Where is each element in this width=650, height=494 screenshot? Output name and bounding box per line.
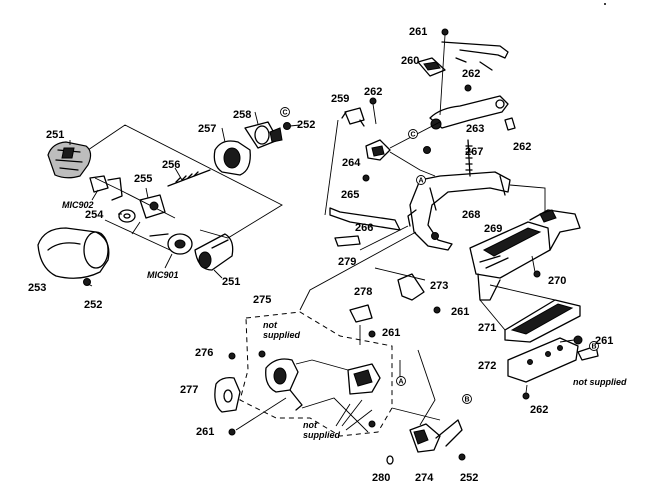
ref-b-right: B xyxy=(589,341,599,351)
note-not-center: not xyxy=(303,420,318,430)
label-262-bottom: 252 xyxy=(460,472,478,484)
label-271: 271 xyxy=(478,322,496,334)
label-280: 280 xyxy=(372,472,390,484)
label-252-top: 252 xyxy=(297,119,315,131)
label-272: 272 xyxy=(478,360,496,372)
lower-assembly xyxy=(214,225,466,465)
label-259: 259 xyxy=(331,93,349,105)
label-255: 255 xyxy=(134,173,152,185)
label-253: 253 xyxy=(28,282,46,294)
note-not-left: not xyxy=(263,320,278,330)
ref-a-bottom: A xyxy=(396,376,406,386)
ref-c-top: C xyxy=(280,107,290,117)
label-275: 275 xyxy=(253,294,271,306)
label-260: 260 xyxy=(401,55,419,67)
label-269: 269 xyxy=(484,223,502,235)
label-257: 257 xyxy=(198,123,216,135)
label-261-center: 261 xyxy=(382,327,400,339)
part-255 xyxy=(139,194,166,219)
label-261-right: 261 xyxy=(595,335,613,347)
note-supplied-center: supplied xyxy=(303,430,341,440)
label-264: 264 xyxy=(342,157,361,169)
label-279: 279 xyxy=(338,256,356,268)
svg-text:C: C xyxy=(282,110,287,117)
label-mic901: MIC901 xyxy=(147,270,179,280)
label-254: 254 xyxy=(85,209,104,221)
svg-text:A: A xyxy=(418,178,423,185)
label-268: 268 xyxy=(462,209,480,221)
svg-text:C: C xyxy=(410,132,415,139)
ref-b-bottom: B xyxy=(462,394,472,404)
label-273: 273 xyxy=(430,280,448,292)
part-257 xyxy=(213,140,251,176)
part-251-capsule xyxy=(47,141,92,179)
note-supplied-left: supplied xyxy=(263,330,301,340)
label-251-top: 251 xyxy=(46,129,64,141)
label-256: 256 xyxy=(162,159,180,171)
part-275 xyxy=(258,350,303,411)
part-274 xyxy=(409,419,463,453)
label-261-mid: 261 xyxy=(451,306,469,318)
frame-268-assembly xyxy=(374,171,599,400)
label-266: 266 xyxy=(355,222,373,234)
part-mic901 xyxy=(149,233,193,255)
label-262-bottomright: 262 xyxy=(530,404,548,416)
label-261-top: 261 xyxy=(409,26,427,38)
note-not-supplied-right: not supplied xyxy=(573,377,627,387)
ref-c-mid: C xyxy=(408,129,418,139)
svg-text:B: B xyxy=(464,397,469,404)
label-274: 274 xyxy=(415,472,434,484)
part-253-windscreen xyxy=(37,227,110,279)
svg-text:B: B xyxy=(591,344,596,351)
ref-a-top: A xyxy=(416,175,426,185)
label-252-bottom: 252 xyxy=(84,299,102,311)
label-258: 258 xyxy=(233,109,251,121)
label-263: 263 xyxy=(466,123,484,135)
label-251-bottom: 251 xyxy=(222,276,240,288)
label-mic902: MIC902 xyxy=(62,200,94,210)
label-262-topright: 262 xyxy=(462,68,480,80)
label-262-left: 262 xyxy=(364,86,382,98)
label-265: 265 xyxy=(341,189,359,201)
svg-text:A: A xyxy=(398,379,403,386)
label-278: 278 xyxy=(354,286,372,298)
upper-bracket-assembly xyxy=(324,28,516,247)
part-258 xyxy=(244,121,283,149)
label-270: 270 xyxy=(548,275,566,287)
center-switch xyxy=(347,363,381,395)
label-267: 267 xyxy=(465,146,483,158)
label-282: 262 xyxy=(513,141,531,153)
label-261-bottomleft: 261 xyxy=(196,426,214,438)
part-277 xyxy=(214,376,241,413)
mic-assembly xyxy=(37,111,301,287)
part-251-lower xyxy=(194,233,234,271)
label-276: 276 xyxy=(195,347,213,359)
label-277: 277 xyxy=(180,384,198,396)
